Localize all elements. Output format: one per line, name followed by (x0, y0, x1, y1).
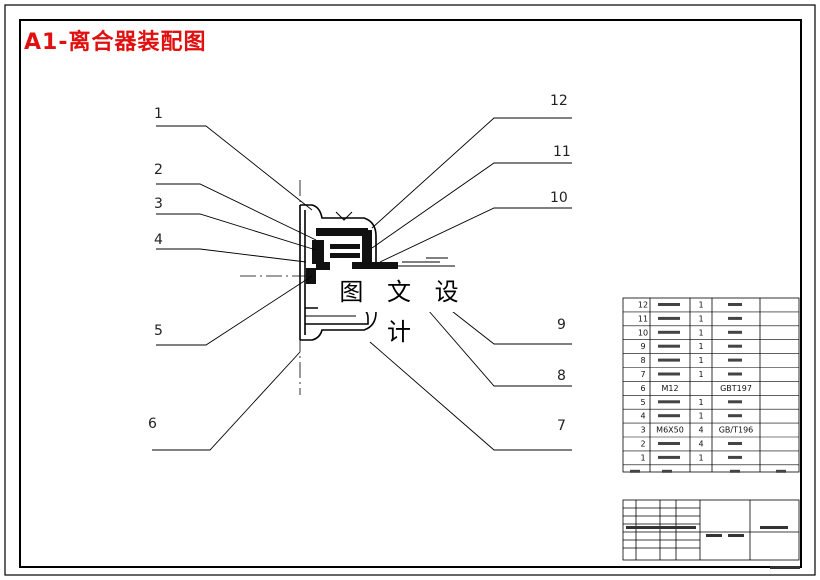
bom-row-name: M12 (661, 384, 678, 393)
bom-row-number: 7 (640, 370, 645, 379)
leaders-left (152, 125, 317, 451)
callout-2: 2 (154, 162, 163, 178)
bom-row-qty: 1 (698, 328, 703, 337)
leaders-right (369, 117, 572, 451)
bom-row-std-mark (728, 455, 742, 459)
bom-row-qty: 1 (698, 398, 703, 407)
bom-row-number: 2 (640, 439, 645, 448)
shaft-detail (398, 257, 455, 267)
bom-row-number: 8 (640, 356, 645, 365)
bom-header-mark (730, 469, 740, 473)
bom-row-qty: 1 (698, 370, 703, 379)
bom-row-std-mark (728, 414, 742, 418)
bom-header-mark (662, 469, 672, 473)
bom-row-name-mark (658, 316, 680, 320)
watermark-text: 图 文 设 计 (318, 272, 488, 346)
drawing-title: A1-离合器装配图 (24, 30, 207, 55)
bom-row-number: 11 (638, 314, 648, 323)
bom-row-number: 5 (640, 398, 645, 407)
bom-row-number: 10 (638, 328, 648, 337)
bom-row-qty: 1 (698, 300, 703, 309)
bom-row-number: 6 (640, 384, 645, 393)
inner-border (19, 19, 802, 568)
bom-header-mark (776, 469, 786, 473)
bom-row-std-mark (728, 442, 742, 445)
callout-12: 12 (550, 93, 568, 109)
bom-row-std-mark (728, 330, 742, 334)
callout-3: 3 (154, 196, 163, 212)
callout-10: 10 (550, 190, 568, 206)
bom-row-qty: 1 (698, 356, 703, 365)
bom-row-standard: GBT197 (720, 384, 752, 393)
bom-row-name-mark (658, 372, 680, 376)
callout-7: 7 (557, 418, 566, 434)
callout-8: 8 (557, 368, 566, 384)
bom-row-number: 12 (638, 300, 648, 309)
bom-row-std-mark (728, 400, 742, 404)
bom-row-name-mark (658, 455, 680, 459)
bom-row-name-mark (658, 330, 680, 334)
bom-row-qty: 1 (698, 453, 703, 462)
title-block (622, 499, 800, 561)
bom-row-qty: 1 (698, 412, 703, 421)
bom-row-standard: GB/T196 (719, 426, 754, 435)
callout-5: 5 (154, 323, 163, 339)
bom-row-qty: 1 (698, 314, 703, 323)
bom-row-number: 9 (640, 342, 645, 351)
bom-header-mark (630, 469, 640, 473)
callout-1: 1 (154, 106, 163, 122)
bom-row-name-mark (658, 303, 680, 306)
bom-row-name: M6X50 (656, 426, 684, 435)
bom-row-std-mark (728, 316, 742, 320)
bom-row-number: 4 (640, 412, 645, 421)
bom-row-qty: 1 (698, 342, 703, 351)
callout-4: 4 (154, 232, 163, 248)
title-block-marks (626, 526, 800, 569)
bom-row-std-mark (728, 372, 742, 376)
bom-row-std-mark (728, 303, 742, 306)
bom-row-name-mark (658, 442, 680, 445)
callout-9: 9 (557, 317, 566, 333)
bom-row-qty: 4 (698, 426, 703, 435)
bom-row-name-mark (658, 400, 680, 404)
bom-row-name-mark (658, 344, 680, 348)
callout-11: 11 (553, 144, 571, 160)
bom-row-number: 3 (640, 426, 645, 435)
bom-row-name-mark (658, 414, 680, 418)
bom-row-name-mark (658, 358, 680, 362)
outer-border (4, 4, 816, 576)
bom-row-std-mark (728, 358, 742, 362)
clutch-friction-pack (306, 228, 398, 284)
bom-row-number: 1 (640, 453, 645, 462)
bom-table-grid (622, 297, 800, 473)
bom-row-qty: 4 (698, 439, 703, 448)
bom-row-std-mark (728, 344, 742, 348)
callout-6: 6 (148, 416, 157, 432)
